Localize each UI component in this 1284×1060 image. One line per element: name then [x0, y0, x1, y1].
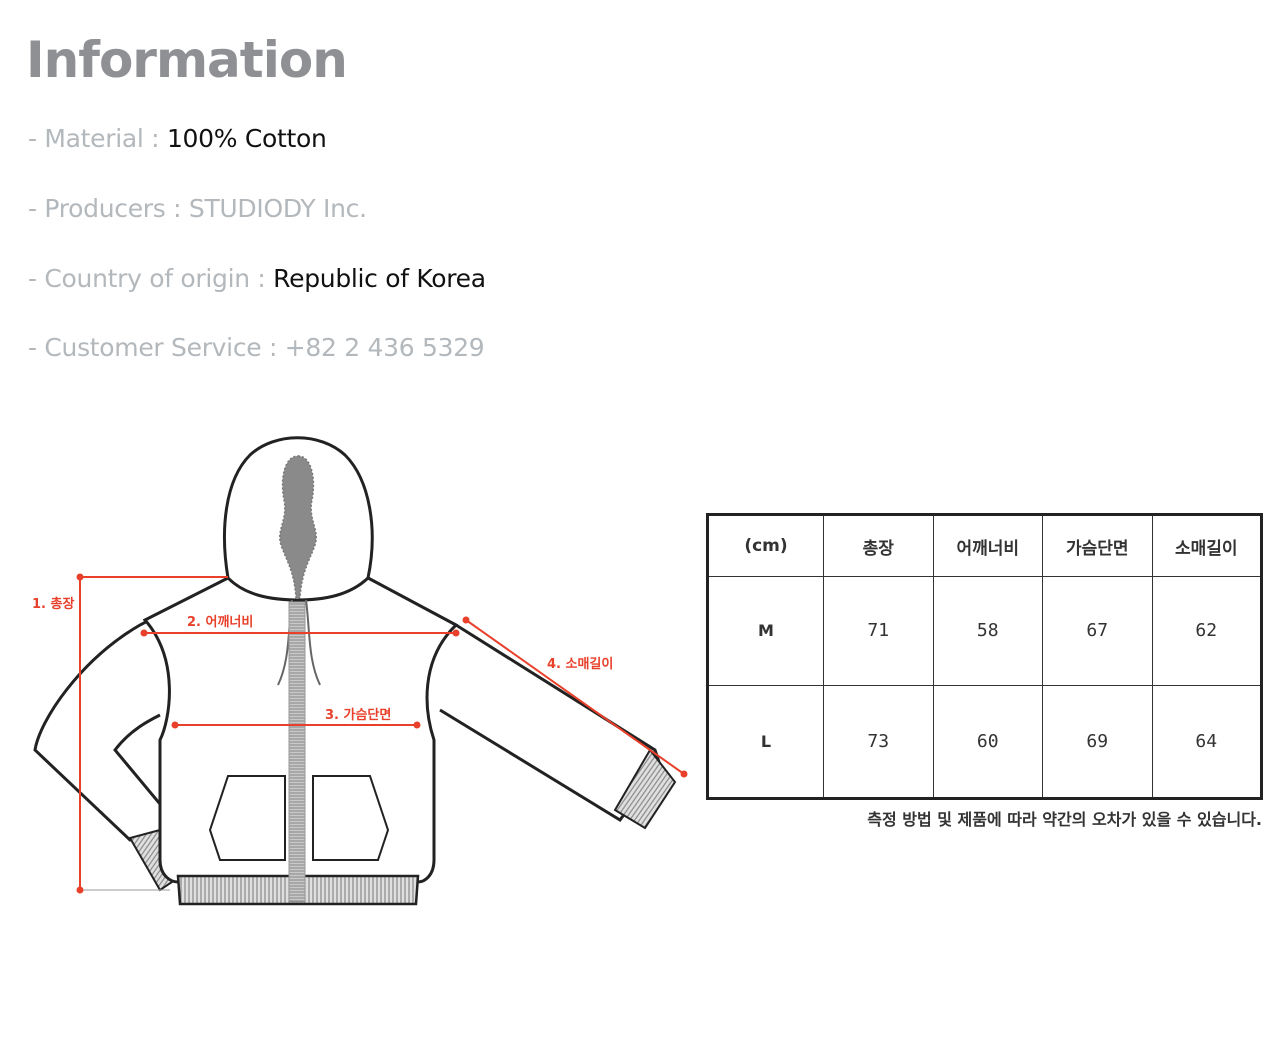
- column-header: 총장: [823, 514, 934, 577]
- table-cell: 73: [823, 684, 934, 800]
- size-table: (cm) 총장 어깨너비 가슴단면 소매길이 M 71 58 67 62 L 7…: [706, 513, 1263, 800]
- label-total-length: 1. 총장: [32, 597, 75, 612]
- table-cell: 62: [1151, 576, 1262, 686]
- hoodie-measurement-diagram: 1. 총장 2. 어깨너비 3. 가슴단면 4. 소매길이: [20, 420, 700, 920]
- label-chest-width: 3. 가슴단면: [325, 708, 392, 723]
- info-label: - Customer Service :: [28, 333, 285, 362]
- label-sleeve-length: 4. 소매길이: [547, 657, 614, 672]
- size-label: M: [707, 576, 824, 686]
- table-row: M 71 58 67 62: [707, 576, 1262, 686]
- info-value: +82 2 436 5329: [284, 333, 485, 362]
- info-value: 100% Cotton: [166, 124, 327, 153]
- info-label: - Country of origin :: [28, 264, 274, 293]
- table-cell: 60: [932, 684, 1043, 800]
- info-value: STUDIODY Inc.: [188, 194, 367, 223]
- measurement-disclaimer: 측정 방법 및 제품에 따라 약간의 오차가 있을 수 있습니다.: [867, 810, 1262, 829]
- info-label: - Producers :: [28, 194, 189, 223]
- table-header-row: (cm) 총장 어깨너비 가슴단면 소매길이: [707, 514, 1262, 577]
- table-cell: 64: [1151, 684, 1262, 800]
- info-country-of-origin: - Country of origin : Republic of Korea: [28, 262, 486, 296]
- column-header: 소매길이: [1151, 514, 1262, 577]
- info-customer-service: - Customer Service : +82 2 436 5329: [28, 331, 485, 365]
- table-row: L 73 60 69 64: [707, 684, 1262, 800]
- hoodie-illustration: [33, 436, 688, 906]
- table-cell: 67: [1042, 576, 1153, 686]
- page-title: Information: [26, 31, 348, 89]
- table-cell: 69: [1042, 684, 1153, 800]
- table-cell: 58: [932, 576, 1043, 686]
- label-shoulder-width: 2. 어깨너비: [187, 615, 254, 630]
- info-material: - Material : 100% Cotton: [28, 122, 327, 156]
- unit-header: (cm): [707, 514, 824, 577]
- info-producers: - Producers : STUDIODY Inc.: [28, 192, 367, 226]
- size-label: L: [707, 684, 824, 800]
- info-label: - Material :: [28, 124, 167, 153]
- column-header: 어깨너비: [932, 514, 1043, 577]
- column-header: 가슴단면: [1042, 514, 1153, 577]
- table-cell: 71: [823, 576, 934, 686]
- info-value: Republic of Korea: [273, 264, 486, 293]
